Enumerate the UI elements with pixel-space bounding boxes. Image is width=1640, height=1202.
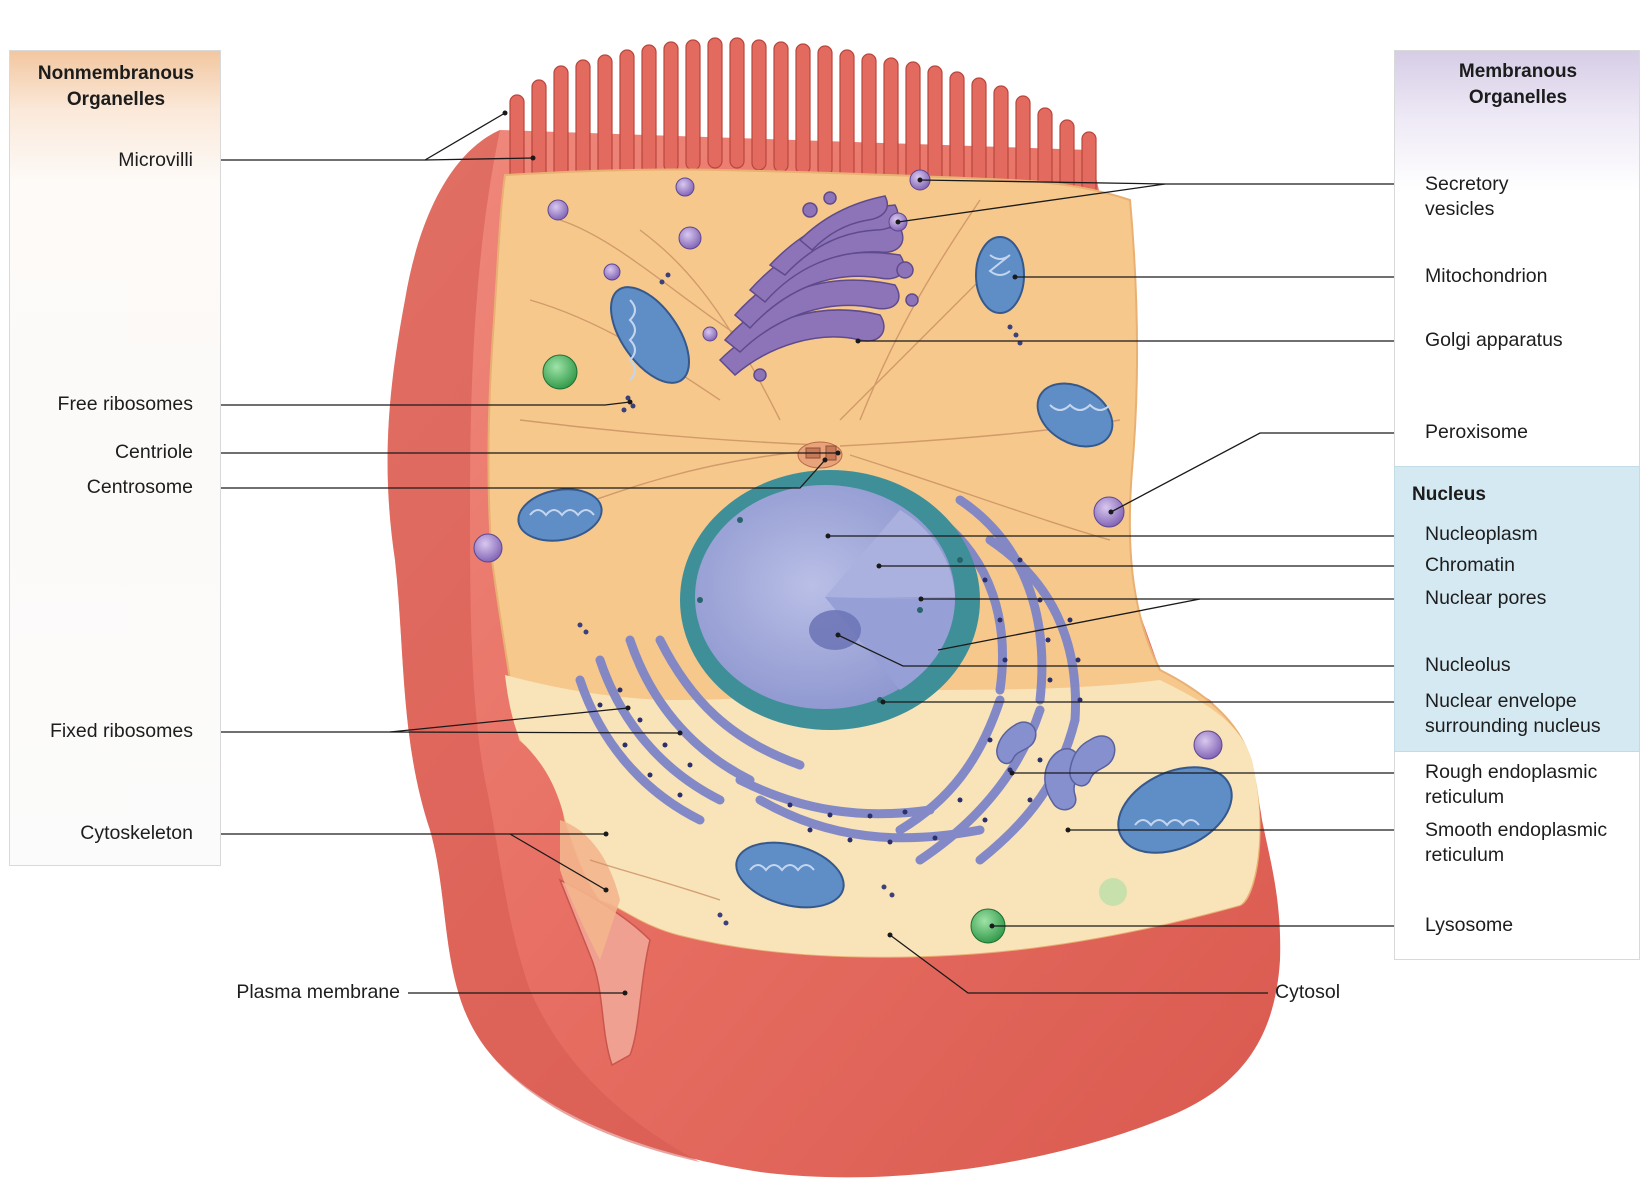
label-plasma-membrane: Plasma membrane	[236, 980, 400, 1005]
label-centriole: Centriole	[115, 440, 193, 465]
label-rough-er-line2: reticulum	[1425, 785, 1597, 810]
label-nuclear-envelope: Nuclear envelope surrounding nucleus	[1425, 689, 1601, 739]
label-rough-er-line1: Rough endoplasmic	[1425, 760, 1597, 785]
label-free-ribosomes: Free ribosomes	[58, 392, 193, 417]
nonmembranous-header-line2: Organelles	[10, 87, 222, 113]
label-secretory-vesicles: Secretory vesicles	[1425, 172, 1508, 222]
membranous-header-line1: Membranous	[1395, 59, 1640, 85]
membranous-header: Membranous Organelles	[1395, 59, 1640, 111]
label-nucleolus: Nucleolus	[1425, 653, 1511, 678]
label-nuclear-envelope-line1: Nuclear envelope	[1425, 689, 1601, 714]
label-chromatin: Chromatin	[1425, 553, 1515, 578]
label-lysosome: Lysosome	[1425, 913, 1513, 938]
label-nuclear-pores: Nuclear pores	[1425, 586, 1546, 611]
nucleus	[680, 470, 980, 730]
label-mitochondrion: Mitochondrion	[1425, 264, 1547, 289]
label-cytoskeleton: Cytoskeleton	[80, 821, 193, 846]
nucleus-header: Nucleus	[1412, 482, 1486, 508]
label-smooth-er-line2: reticulum	[1425, 843, 1607, 868]
label-golgi-apparatus: Golgi apparatus	[1425, 328, 1563, 353]
label-peroxisome: Peroxisome	[1425, 420, 1528, 445]
label-nucleoplasm: Nucleoplasm	[1425, 522, 1538, 547]
nonmembranous-header-line1: Nonmembranous	[10, 61, 222, 87]
label-secretory-vesicles-line1: Secretory	[1425, 172, 1508, 197]
centrosome	[798, 442, 842, 468]
label-smooth-er: Smooth endoplasmic reticulum	[1425, 818, 1607, 868]
nonmembranous-header: Nonmembranous Organelles	[10, 61, 222, 113]
membranous-header-line2: Organelles	[1395, 85, 1640, 111]
label-cytosol: Cytosol	[1275, 980, 1340, 1005]
label-nuclear-envelope-line2: surrounding nucleus	[1425, 714, 1601, 739]
label-microvilli: Microvilli	[118, 148, 193, 173]
label-rough-er: Rough endoplasmic reticulum	[1425, 760, 1597, 810]
label-secretory-vesicles-line2: vesicles	[1425, 197, 1508, 222]
label-fixed-ribosomes: Fixed ribosomes	[50, 719, 193, 744]
label-smooth-er-line1: Smooth endoplasmic	[1425, 818, 1607, 843]
label-centrosome: Centrosome	[87, 475, 193, 500]
